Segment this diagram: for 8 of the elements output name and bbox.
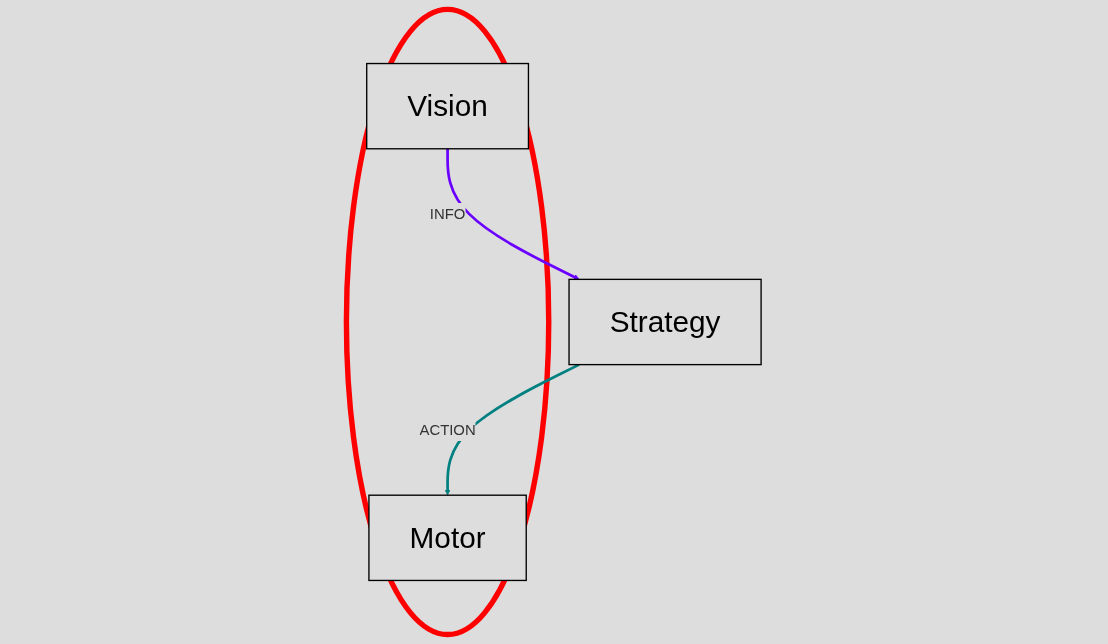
edge-label: ACTION	[419, 421, 476, 439]
arrow	[446, 148, 580, 280]
edge-label: INFO	[430, 205, 466, 223]
node-box: Vision	[366, 62, 530, 150]
node-box: Strategy	[568, 278, 762, 366]
cluster	[343, 6, 552, 638]
arrow	[444, 363, 580, 496]
node-box: Motor	[368, 494, 528, 582]
